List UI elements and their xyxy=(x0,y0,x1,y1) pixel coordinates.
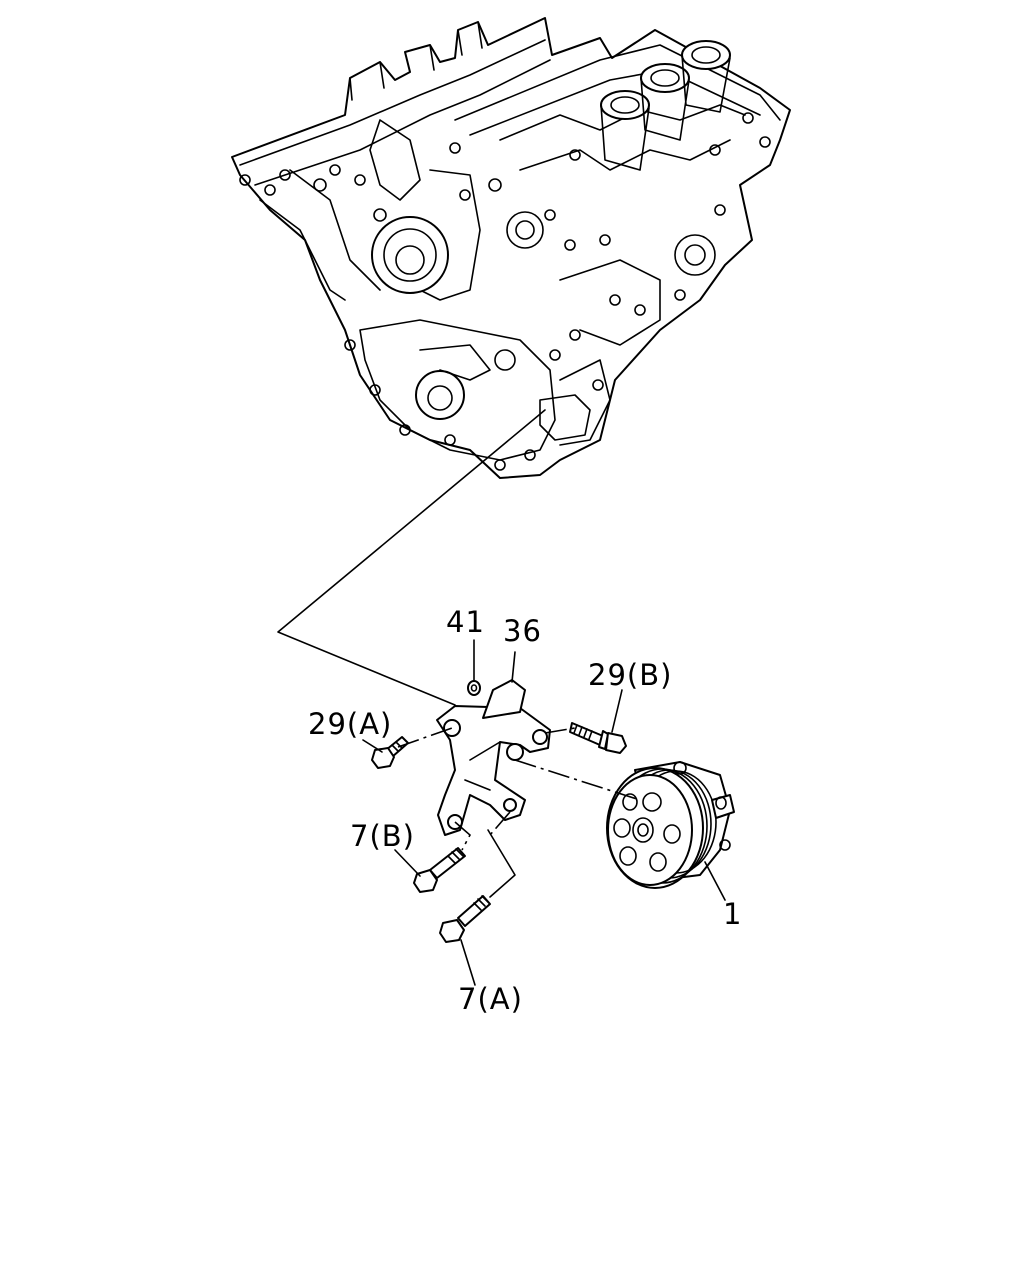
power-steering-pump-1 xyxy=(606,761,735,889)
bolt-29b xyxy=(569,722,627,754)
callout-7a: 7(A) xyxy=(458,982,523,1016)
engine-block xyxy=(231,17,791,479)
callout-29a: 29(A) xyxy=(308,707,393,741)
bolt-7a xyxy=(439,895,491,943)
callout-41: 41 xyxy=(446,605,485,639)
bracket-36 xyxy=(436,679,551,836)
engine-leader-line xyxy=(277,409,546,706)
callout-leaders xyxy=(362,639,726,986)
callout-36: 36 xyxy=(503,614,542,648)
washer-41 xyxy=(467,680,481,696)
callout-29b: 29(B) xyxy=(588,658,673,692)
bolt-29a xyxy=(371,736,409,769)
alignment-lines xyxy=(397,727,641,898)
callout-7b: 7(B) xyxy=(350,819,415,853)
bolt-7b xyxy=(413,847,466,893)
callout-1: 1 xyxy=(723,897,743,931)
